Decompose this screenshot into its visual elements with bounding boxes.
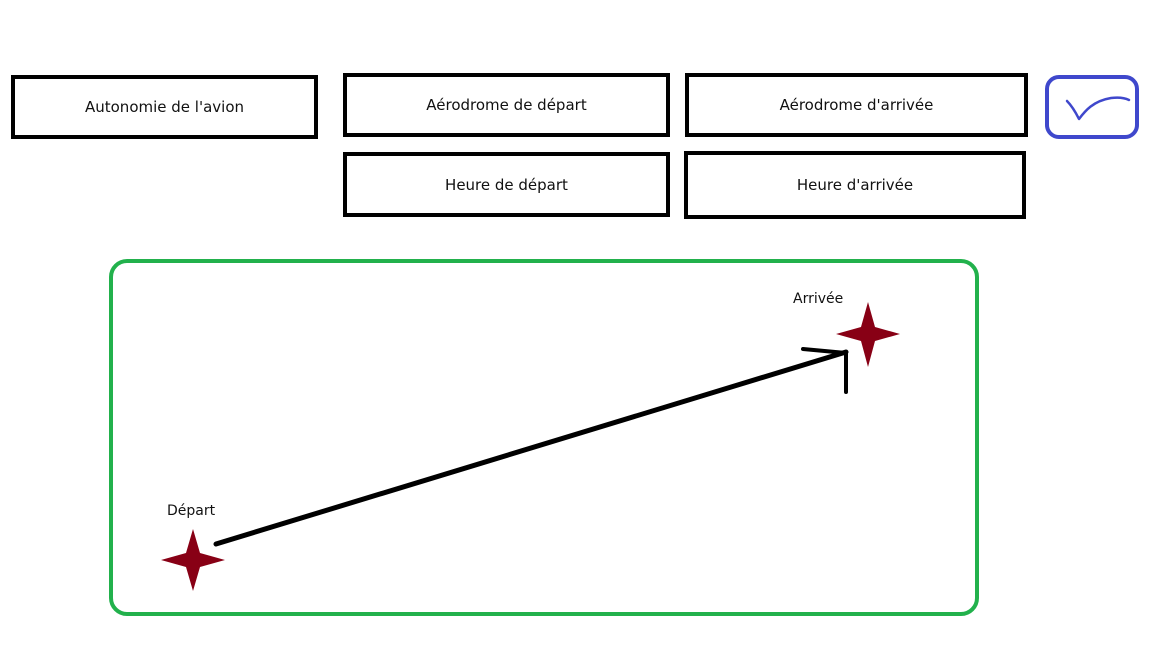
arrival-time-label: Heure d'arrivée <box>796 176 914 194</box>
arrival-aerodrome-field[interactable]: Aérodrome d'arrivée <box>685 73 1028 137</box>
autonomy-field[interactable]: Autonomie de l'avion <box>11 75 318 139</box>
arrival-aerodrome-label: Aérodrome d'arrivée <box>779 96 934 114</box>
route-map-panel <box>109 259 979 616</box>
departure-time-field[interactable]: Heure de départ <box>343 152 670 217</box>
departure-marker[interactable] <box>161 529 225 591</box>
arrival-marker[interactable] <box>836 302 900 367</box>
star-marker-icon <box>161 529 225 591</box>
departure-time-label: Heure de départ <box>445 175 568 194</box>
departure-aerodrome-field[interactable]: Aérodrome de départ <box>343 73 670 137</box>
confirm-button[interactable] <box>1045 75 1139 139</box>
star-marker-icon <box>836 302 900 367</box>
checkmark-icon <box>1065 96 1131 121</box>
departure-aerodrome-label: Aérodrome de départ <box>426 96 587 114</box>
arrival-time-field[interactable]: Heure d'arrivée <box>684 151 1026 219</box>
autonomy-label: Autonomie de l'avion <box>84 98 245 116</box>
